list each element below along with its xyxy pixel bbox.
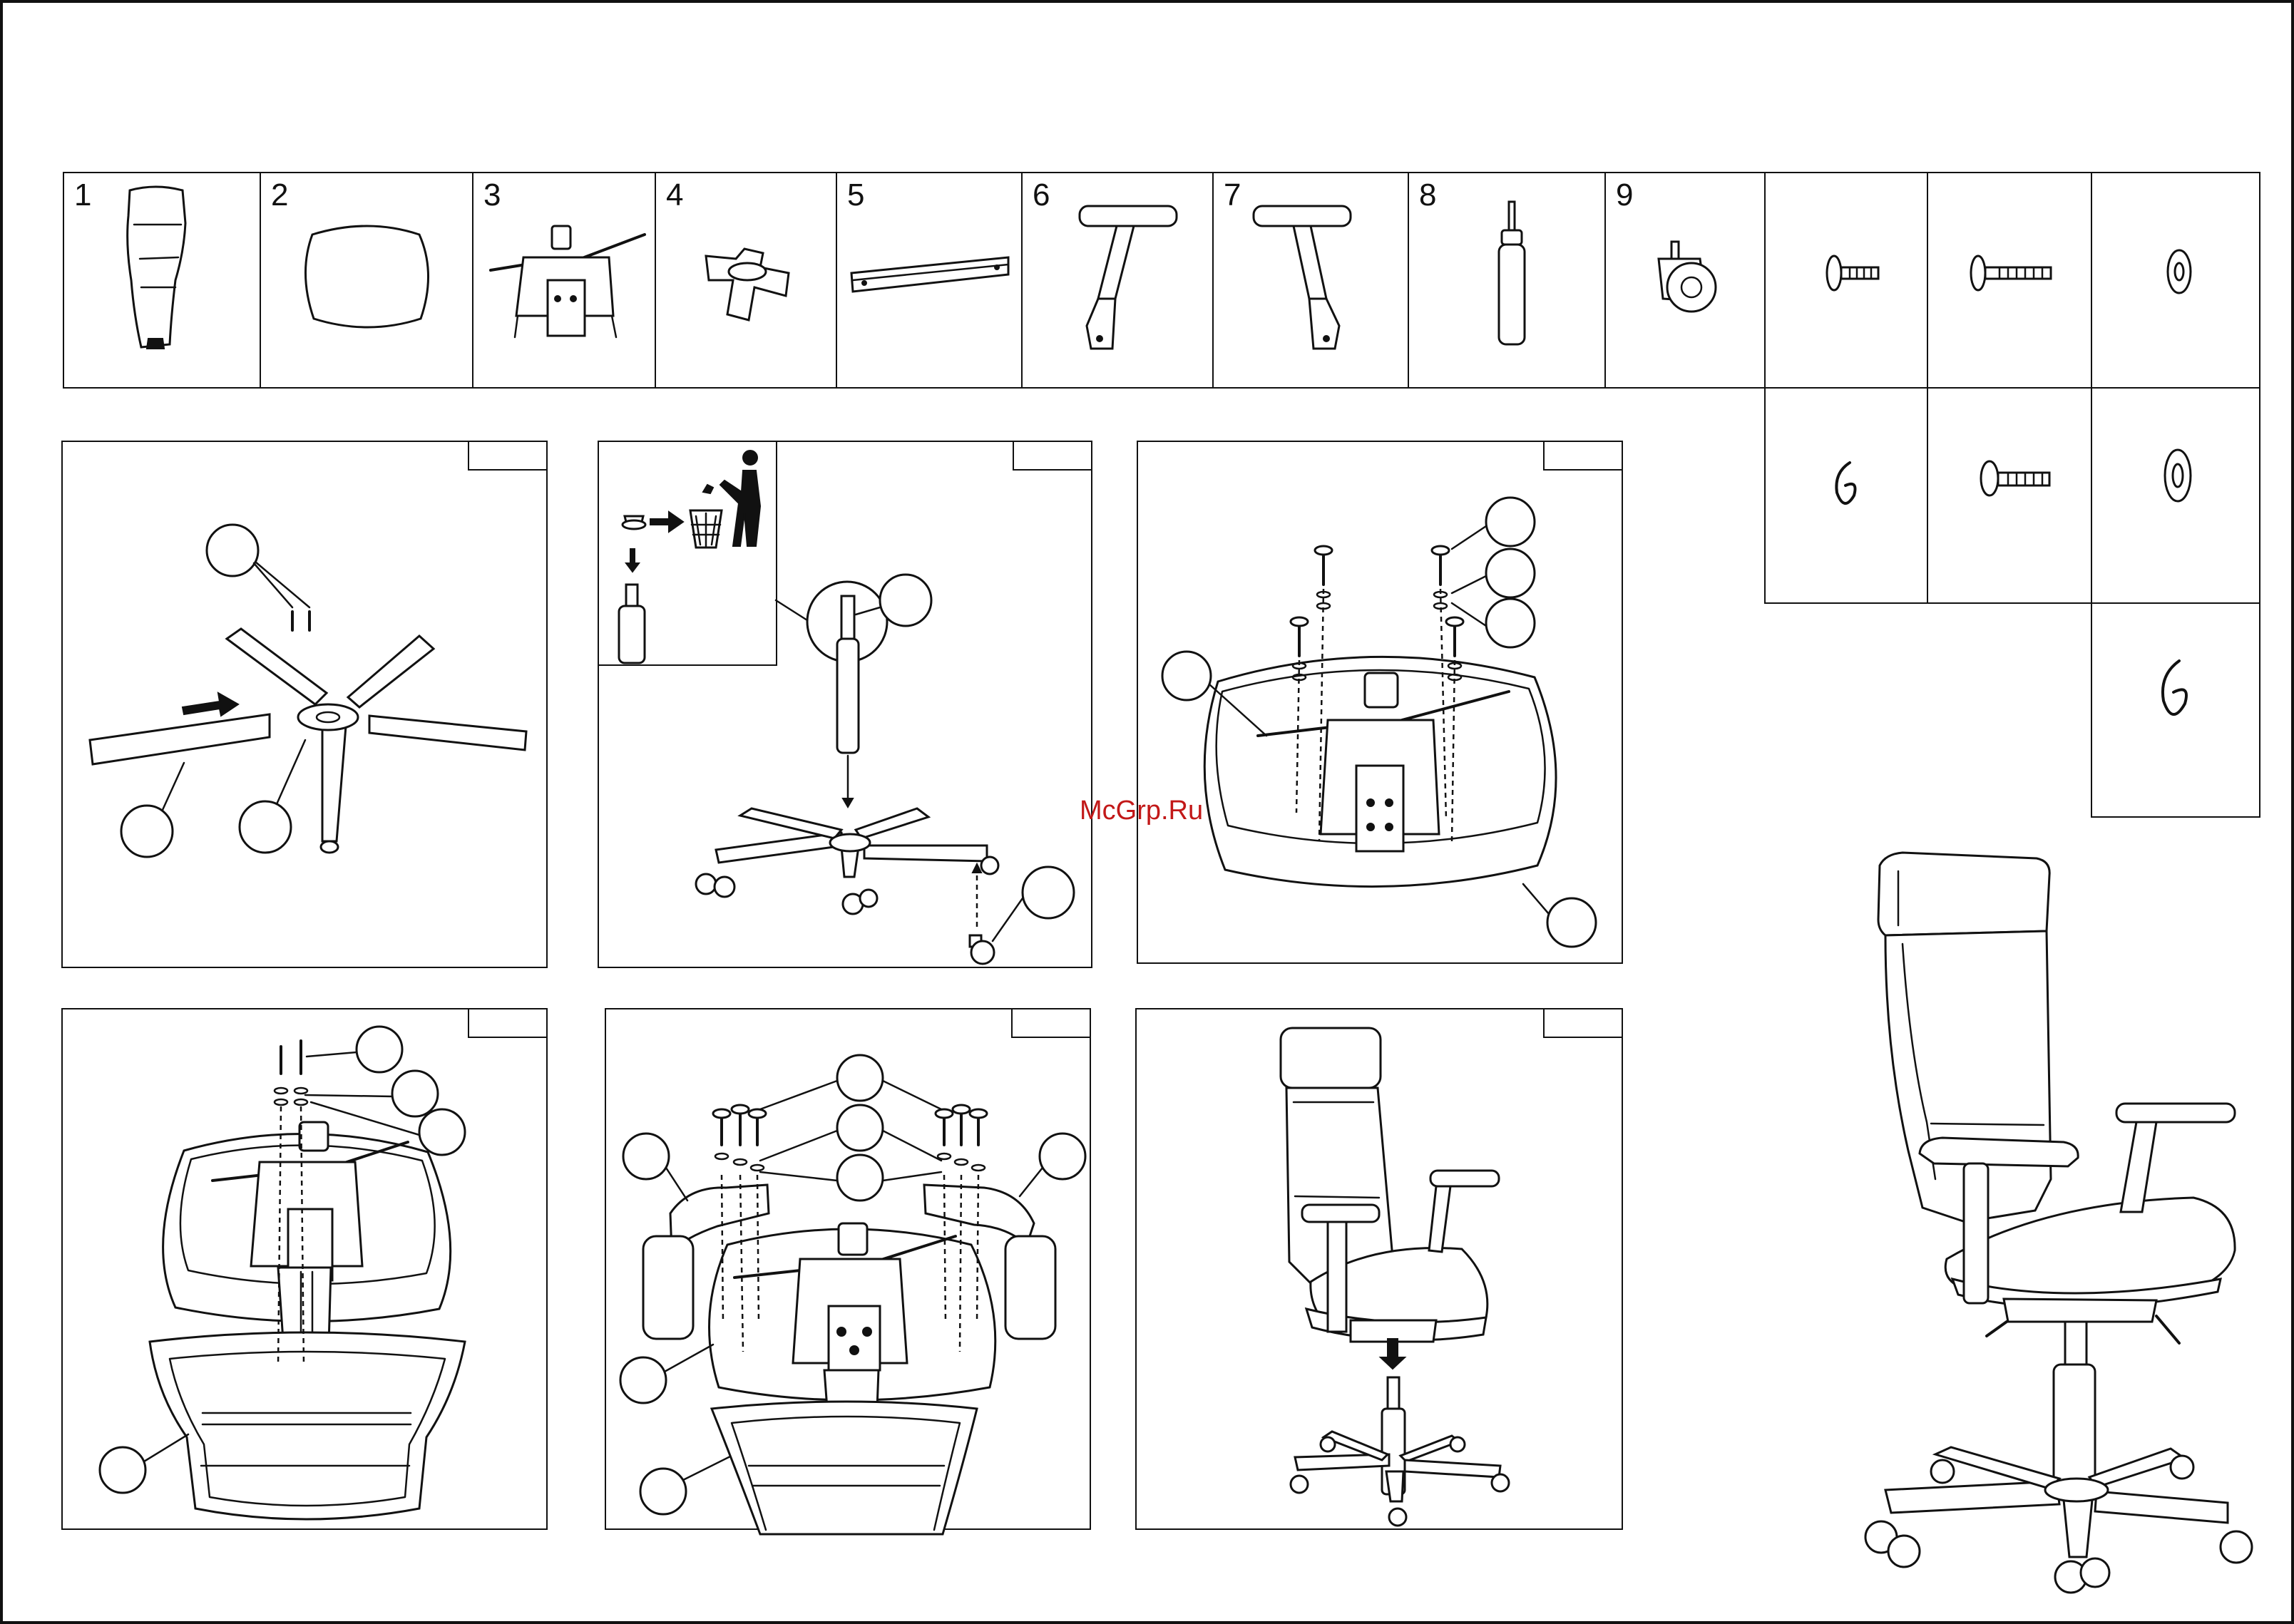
part-cell-3: 3	[472, 172, 656, 389]
hardware-cell-4	[1764, 387, 1928, 604]
part-cell-6: 6	[1021, 172, 1214, 389]
step-4-panel	[61, 1008, 548, 1530]
callout-circle	[837, 1155, 883, 1201]
callout-circle	[623, 1134, 669, 1179]
callout-circle	[880, 575, 931, 626]
callout-circle	[121, 806, 173, 857]
bolt-long-icon	[1928, 173, 2094, 390]
backrest-icon	[64, 173, 262, 390]
step-2-panel	[598, 441, 1092, 968]
part-cell-1: 1	[63, 172, 261, 389]
armrest-icon	[1214, 173, 1410, 390]
callout-circle	[620, 1357, 666, 1403]
callout-circle	[207, 525, 258, 576]
step-1-panel	[61, 441, 548, 968]
hardware-cell-2	[1927, 172, 2092, 389]
callout-circle	[1040, 1134, 1085, 1179]
star-base-icon	[656, 173, 839, 390]
caster-icon	[1606, 173, 1767, 390]
bracket-bar-icon	[837, 173, 1024, 390]
base-assembly-drawing	[63, 442, 549, 970]
bolt-medium-icon	[1928, 389, 2094, 605]
spring-washer-large-icon	[2092, 604, 2262, 819]
mechanism-icon	[473, 173, 657, 390]
callout-circle	[392, 1071, 438, 1116]
hardware-cell-7	[2091, 602, 2260, 818]
hardware-cell-6	[2091, 387, 2260, 604]
callout-circle	[837, 1105, 883, 1151]
gas-lift-icon	[1409, 173, 1607, 390]
step-5-panel	[605, 1008, 1091, 1530]
callout-circle	[419, 1109, 465, 1155]
callout-circle	[100, 1447, 145, 1493]
seat-icon	[261, 173, 475, 390]
part-cell-2: 2	[260, 172, 473, 389]
callout-circle	[1547, 898, 1596, 947]
callout-circle	[640, 1469, 686, 1514]
callout-circle	[837, 1055, 883, 1101]
washer-large-icon	[2092, 389, 2262, 605]
step-3-panel	[1137, 441, 1623, 964]
final-chair-drawing	[1857, 851, 2294, 1607]
spring-washer-icon	[1766, 389, 1930, 605]
armrest-icon	[1023, 173, 1215, 390]
gas-lift-insertion-drawing	[599, 442, 1094, 970]
part-cell-5: 5	[836, 172, 1023, 389]
step-6-panel	[1135, 1008, 1623, 1530]
armrest-mounting-drawing	[606, 1009, 1092, 1531]
part-cell-4: 4	[655, 172, 837, 389]
callout-circle	[1486, 599, 1535, 647]
hardware-cell-1	[1764, 172, 1928, 389]
callout-circle	[240, 801, 291, 853]
backrest-bracket-drawing	[63, 1009, 549, 1531]
part-cell-9: 9	[1604, 172, 1766, 389]
watermark: McGrp.Ru	[1080, 796, 1203, 826]
washer-icon	[2092, 173, 2262, 390]
callout-circle	[1486, 498, 1535, 546]
callout-circle	[1162, 652, 1211, 700]
seat-onto-base-drawing	[1137, 1009, 1624, 1531]
hardware-cell-3	[2091, 172, 2260, 389]
part-cell-8: 8	[1408, 172, 1606, 389]
part-cell-7: 7	[1212, 172, 1409, 389]
bolt-short-icon	[1766, 173, 1930, 390]
mechanism-to-seat-drawing	[1138, 442, 1624, 965]
callout-circle	[357, 1027, 402, 1072]
callout-circle	[1486, 549, 1535, 597]
callout-circle	[1023, 867, 1074, 918]
hardware-cell-5	[1927, 387, 2092, 604]
